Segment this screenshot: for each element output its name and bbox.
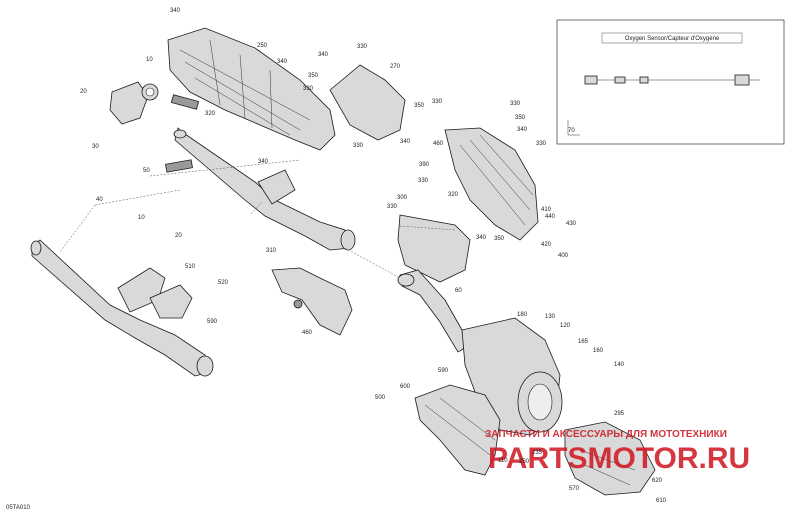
lower-heat-guard bbox=[414, 384, 501, 476]
callout: 330 bbox=[418, 178, 429, 184]
callout: 40 bbox=[96, 197, 103, 203]
callout: 340 bbox=[517, 127, 528, 133]
callout: 420 bbox=[541, 242, 552, 248]
callout: 60 bbox=[455, 288, 462, 294]
callout: 610 bbox=[656, 498, 667, 504]
callout: 120 bbox=[560, 323, 571, 329]
callout: 270 bbox=[390, 64, 401, 70]
callout: 295 bbox=[614, 411, 625, 417]
callout: 620 bbox=[652, 478, 663, 484]
callout: 320 bbox=[448, 192, 459, 198]
assembly-lines bbox=[59, 159, 456, 279]
callout: 390 bbox=[419, 162, 430, 168]
callout: 250 bbox=[519, 459, 530, 465]
callout: 350 bbox=[515, 115, 526, 121]
callout: 460 bbox=[433, 141, 444, 147]
callout: 330 bbox=[432, 99, 443, 105]
callout: 350 bbox=[494, 236, 505, 242]
right-heat-shield bbox=[444, 127, 539, 241]
callout: 340 bbox=[170, 8, 181, 14]
watermark-brand: PARTSMOTOR.RU bbox=[488, 442, 750, 475]
callout: 30 bbox=[92, 144, 99, 150]
callout: 340 bbox=[476, 235, 487, 241]
muffler-inlet-pipe bbox=[397, 269, 471, 353]
callout: 340 bbox=[318, 52, 329, 58]
bracket-590 bbox=[149, 284, 193, 319]
callout: 165 bbox=[578, 339, 589, 345]
watermark: ЗАПЧАСТИ И АКСЕССУАРЫ ДЛЯ МОТОТЕХНИКИ PA… bbox=[485, 429, 750, 475]
upper-heat-shield bbox=[167, 27, 336, 151]
diagram-code: 05TA010 bbox=[6, 505, 31, 511]
callout: 330 bbox=[357, 44, 368, 50]
lower-header-pipe bbox=[30, 239, 214, 377]
callout: 330 bbox=[353, 143, 364, 149]
callout: 340 bbox=[400, 139, 411, 145]
callout: 140 bbox=[614, 362, 625, 368]
callout: 330 bbox=[510, 101, 521, 107]
callout: 350 bbox=[308, 73, 319, 79]
callout: 160 bbox=[593, 348, 604, 354]
callouts: 340 250 340 350 330 340 330 270 10 20 32… bbox=[80, 8, 667, 504]
oxygen-sensor bbox=[584, 74, 760, 86]
bracket-310 bbox=[271, 267, 353, 336]
callout: 340 bbox=[277, 59, 288, 65]
callout: 330 bbox=[536, 141, 547, 147]
callout: 500 bbox=[375, 395, 386, 401]
callout: 20 bbox=[80, 89, 87, 95]
callout: 590 bbox=[207, 319, 218, 325]
callout: 300 bbox=[397, 195, 408, 201]
callout: 460 bbox=[302, 330, 313, 336]
bracket-270 bbox=[329, 64, 406, 141]
callout: 400 bbox=[558, 253, 569, 259]
callout: 590 bbox=[438, 368, 449, 374]
callout: 330 bbox=[387, 204, 398, 210]
callout: 410 bbox=[541, 207, 552, 213]
callout: 520 bbox=[218, 280, 229, 286]
callout: 570 bbox=[569, 486, 580, 492]
callout: 20 bbox=[175, 233, 182, 239]
callout: 330 bbox=[303, 86, 314, 92]
tail-cover-570 bbox=[564, 421, 656, 496]
inset-part-label: 70 bbox=[568, 128, 575, 134]
callout: 430 bbox=[566, 221, 577, 227]
callout: 340 bbox=[258, 159, 269, 165]
exhaust-flange bbox=[109, 81, 159, 125]
watermark-tagline: ЗАПЧАСТИ И АКСЕССУАРЫ ДЛЯ МОТОТЕХНИКИ bbox=[485, 429, 727, 440]
callout: 130 bbox=[545, 314, 556, 320]
callout: 600 bbox=[400, 384, 411, 390]
callout: 250 bbox=[257, 43, 268, 49]
callout: 510 bbox=[185, 264, 196, 270]
callout: 320 bbox=[205, 111, 216, 117]
callout: 10 bbox=[146, 57, 153, 63]
inset-title: Oxygen Sensor/Capteur d'Oxygène bbox=[625, 36, 720, 42]
callout: 10 bbox=[138, 215, 145, 221]
callout: 110 bbox=[498, 458, 508, 464]
callout: 350 bbox=[414, 103, 425, 109]
callout: 235 bbox=[532, 450, 543, 456]
callout: 440 bbox=[545, 214, 556, 220]
callout: 310 bbox=[266, 248, 277, 254]
callout: 50 bbox=[143, 168, 150, 174]
callout: 180 bbox=[517, 312, 528, 318]
spring-clips bbox=[165, 94, 200, 173]
oxygen-sensor-inset: Oxygen Sensor/Capteur d'Oxygène 70 bbox=[556, 19, 785, 145]
cover-300 bbox=[397, 214, 471, 283]
upper-header-pipe bbox=[173, 127, 356, 251]
